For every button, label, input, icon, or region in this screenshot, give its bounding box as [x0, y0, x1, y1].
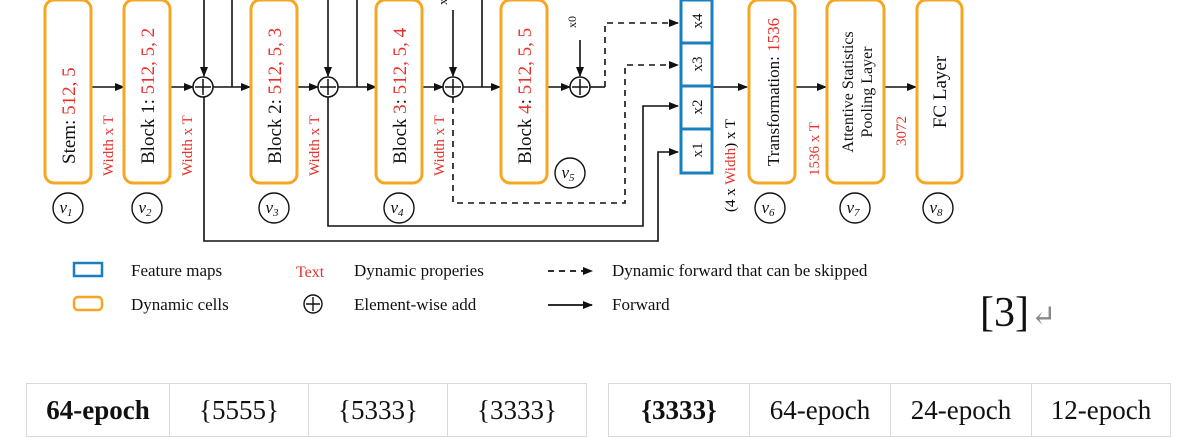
table-cell: 12-epoch	[1031, 383, 1171, 437]
stem-out-label: Width x T	[101, 115, 117, 176]
table-cell: 64-epoch	[749, 383, 891, 437]
legend-feature-maps-icon	[72, 261, 104, 278]
legend-dynamic-properties-label: Dynamic properies	[354, 261, 484, 280]
svg-text:v3: v3	[265, 198, 279, 219]
table-cell: {3333}	[608, 383, 750, 437]
legend: Feature maps Dynamic cells Text Dynamic …	[72, 261, 868, 314]
legend-add-icon	[303, 294, 323, 314]
cell-attentive	[825, 0, 886, 185]
svg-text:v5: v5	[561, 163, 575, 184]
feature-x1: x1	[690, 143, 706, 158]
feature-x4: x4	[690, 13, 706, 29]
cell-fc	[915, 0, 964, 185]
add-node-2	[317, 76, 339, 98]
table-cell: 24-epoch	[890, 383, 1032, 437]
partial-x-label: x	[435, 0, 450, 5]
svg-text:v1: v1	[59, 198, 72, 219]
block1-out-label: Width x T	[180, 115, 196, 176]
feature-x3: x3	[690, 57, 706, 72]
svg-text:v7: v7	[846, 198, 860, 219]
legend-dynamic-cells-icon	[72, 295, 104, 312]
cell-block4	[499, 0, 549, 185]
legend-text-sample: Text	[296, 264, 325, 281]
node-ids	[52, 157, 954, 224]
attentive-out-label: 3072	[894, 116, 910, 146]
legend-element-wise-add-label: Element-wise add	[354, 295, 477, 314]
attentive-label-line2: Pooling Layer	[859, 46, 876, 138]
svg-text:v4: v4	[390, 198, 404, 219]
transformation-out-label: 1536 x T	[807, 122, 823, 176]
table-cell: 64-epoch	[26, 383, 170, 437]
legend-forward-label: Forward	[612, 295, 670, 314]
stem-label: Stem: 512, 5	[59, 67, 80, 164]
block1-label: Block 1: 512, 5, 2	[138, 28, 159, 164]
fc-label: FC Layer	[930, 55, 951, 128]
legend-dynamic-forward-label: Dynamic forward that can be skipped	[612, 261, 868, 280]
connectors	[91, 0, 917, 242]
add-node-4	[569, 76, 591, 98]
reference-label: [3]↵	[980, 292, 1056, 334]
table-row: {3333} 64-epoch 24-epoch 12-epoch	[608, 383, 1171, 437]
shape-labels: Width x T Width x T Width x T Width x T …	[101, 0, 910, 212]
feature-map-out-label: (4 x Width) x T	[723, 119, 739, 212]
feature-map-stack	[679, 0, 714, 175]
return-mark: ↵	[1030, 300, 1057, 333]
element-wise-add-nodes	[192, 76, 591, 98]
table-cell: {5555}	[169, 383, 309, 437]
architecture-diagram: x4 x3 x2 x1 Stem: 512, 5 Block 1: 512, 5…	[43, 0, 964, 314]
legend-dynamic-cells-label: Dynamic cells	[131, 295, 229, 314]
legend-feature-maps-label: Feature maps	[131, 261, 222, 280]
epoch-table-left: 64-epoch {5555} {5333} {3333}	[26, 383, 587, 437]
cell-labels: Stem: 512, 5 Block 1: 512, 5, 2 Block 2:…	[59, 18, 951, 166]
transformation-label: Transformation: 1536	[764, 18, 783, 166]
block2-label: Block 2: 512, 5, 3	[265, 28, 286, 164]
block3-label: Block 3: 512, 5, 4	[390, 27, 411, 164]
svg-text:v6: v6	[761, 198, 775, 219]
cell-stem	[43, 0, 93, 185]
cell-block2	[249, 0, 299, 185]
reference-number: [3]	[980, 290, 1029, 336]
dynamic-cells	[43, 0, 964, 185]
block2-out-label: Width x T	[307, 115, 323, 176]
epoch-table-right: {3333} 64-epoch 24-epoch 12-epoch	[608, 383, 1171, 437]
block4-label: Block 4: 512, 5, 5	[515, 28, 536, 164]
block3-out-label: Width x T	[432, 115, 448, 176]
svg-text:v8: v8	[929, 198, 943, 219]
node-id-text: v1 v2 v3 v4 v5 v6 v7 v8	[59, 163, 943, 219]
cell-block3	[374, 0, 424, 185]
add-node-3	[442, 76, 464, 98]
table-row: 64-epoch {5555} {5333} {3333}	[26, 383, 587, 437]
add-node-1	[192, 76, 214, 98]
table-cell: {3333}	[447, 383, 587, 437]
cell-block1	[122, 0, 172, 185]
table-cell: {5333}	[308, 383, 448, 437]
feature-map-labels: x4 x3 x2 x1	[690, 13, 706, 158]
feature-x2: x2	[690, 100, 706, 115]
partial-x0-label: x0	[565, 16, 579, 28]
attentive-label-line1: Attentive Statistics	[840, 31, 857, 152]
svg-text:v2: v2	[138, 198, 152, 219]
cell-transformation	[747, 0, 797, 185]
